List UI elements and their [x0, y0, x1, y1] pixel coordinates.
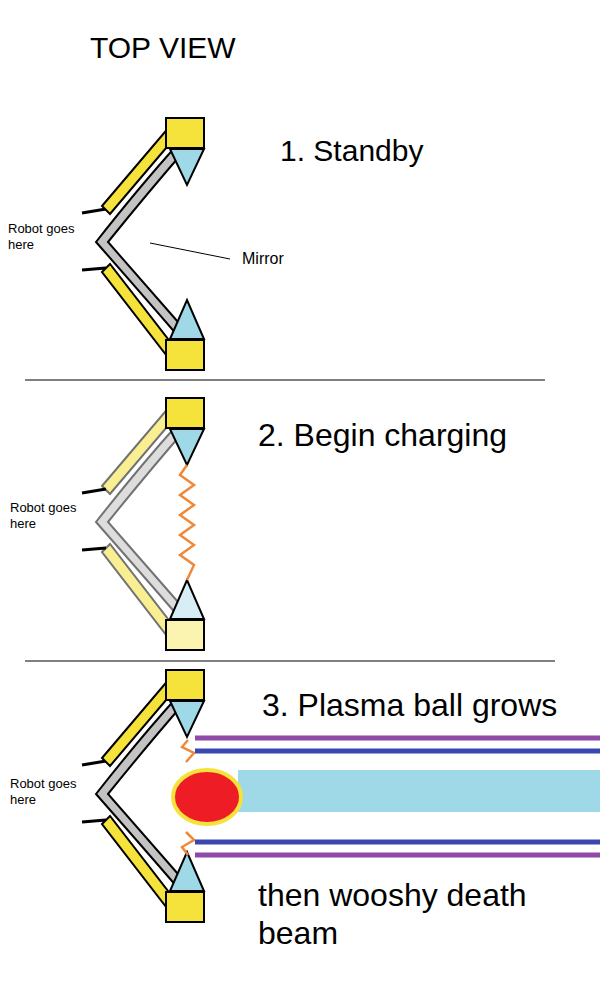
charge-arc [182, 740, 194, 762]
part-name: Mirror [242, 249, 284, 268]
mirror [96, 144, 185, 336]
mount-note: Robot goes here [10, 500, 90, 531]
beam-edge [195, 736, 600, 741]
emitter-base [166, 118, 204, 148]
emitter-tip [170, 429, 204, 465]
step-heading: 1. Standby [280, 133, 423, 169]
robot-mount [82, 761, 106, 765]
robot-mount [82, 489, 106, 493]
emitter-tip [170, 580, 204, 619]
plasma-ball [173, 770, 241, 824]
beam-edge [195, 853, 600, 858]
beam-edge [195, 840, 600, 845]
beam-core [238, 770, 600, 812]
beam-edge [195, 749, 600, 754]
mount-note: Robot goes here [10, 776, 90, 807]
separator-line [25, 661, 555, 662]
robot-mount [82, 548, 106, 550]
emitter-tip [170, 701, 204, 737]
emitter-base [166, 340, 204, 370]
step-heading: 3. Plasma ball grows [262, 686, 557, 724]
robot-mount [82, 820, 106, 822]
emitter-base [166, 892, 204, 922]
emitter-tip [170, 300, 204, 339]
robot-mount [82, 268, 106, 270]
emitter-base [166, 398, 204, 428]
charge-arc [182, 832, 194, 855]
step-note: then wooshy death beam [258, 876, 588, 953]
mirror [96, 424, 185, 616]
mount-note: Robot goes here [8, 221, 88, 252]
step-heading: 2. Begin charging [258, 416, 507, 454]
emitter-base [166, 670, 204, 700]
charge-arc [180, 465, 194, 580]
leader-line [150, 243, 230, 259]
emitter-tip [170, 852, 204, 891]
page-title: TOP VIEW [90, 30, 236, 66]
emitter-tip [170, 149, 204, 185]
separator-line [25, 380, 545, 381]
robot-mount [82, 209, 106, 213]
emitter-base [166, 620, 204, 650]
